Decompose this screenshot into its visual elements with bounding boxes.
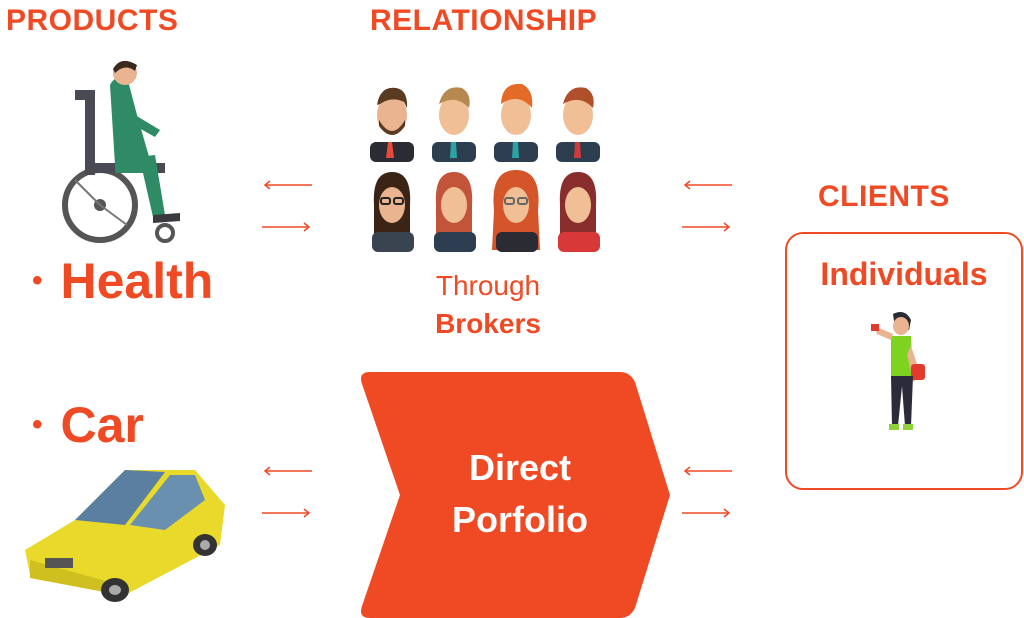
direct-portfolio-chevron (361, 372, 670, 618)
bullet-icon: • (32, 408, 43, 441)
product-car-label: Car (60, 397, 144, 453)
clients-box: Individuals (785, 232, 1023, 490)
arrow-right-icon (682, 222, 731, 232)
product-health: • Health (32, 252, 213, 310)
broker-man-2-icon (432, 87, 476, 162)
products-heading: PRODUCTS (6, 4, 179, 37)
arrow-right-icon (682, 508, 731, 518)
direct-label-line2: Porfolio (452, 499, 588, 540)
brokers-group-icon (370, 83, 600, 252)
broker-woman-2-icon (434, 172, 476, 252)
direct-label-line1: Direct (468, 447, 572, 488)
broker-man-3-icon (494, 83, 538, 162)
relationship-heading: RELATIONSHIP (370, 4, 598, 37)
arrow-left-icon (683, 180, 732, 190)
broker-woman-4-icon (558, 172, 600, 252)
arrow-left-icon (263, 180, 312, 190)
yellow-car-icon (25, 470, 225, 602)
through-label: Through (435, 270, 541, 301)
clients-heading: CLIENTS (818, 180, 950, 213)
direct-portfolio-label: Direct Porfolio (420, 442, 620, 546)
arrow-left-icon (683, 466, 732, 476)
broker-man-1-icon (370, 87, 414, 162)
broker-woman-3-icon (492, 170, 540, 252)
brokers-label: Brokers (435, 308, 541, 339)
woman-with-phone-icon (871, 312, 925, 430)
arrow-right-icon (262, 222, 311, 232)
arrow-right-icon (262, 508, 311, 518)
product-car: • Car (32, 396, 144, 454)
bullet-icon: • (32, 264, 43, 297)
broker-man-4-icon (556, 87, 600, 162)
wheelchair-patient-icon (62, 60, 180, 243)
clients-individuals-label: Individuals (820, 256, 988, 292)
broker-woman-1-icon (372, 172, 414, 252)
arrow-left-icon (263, 466, 312, 476)
product-health-label: Health (60, 253, 214, 309)
